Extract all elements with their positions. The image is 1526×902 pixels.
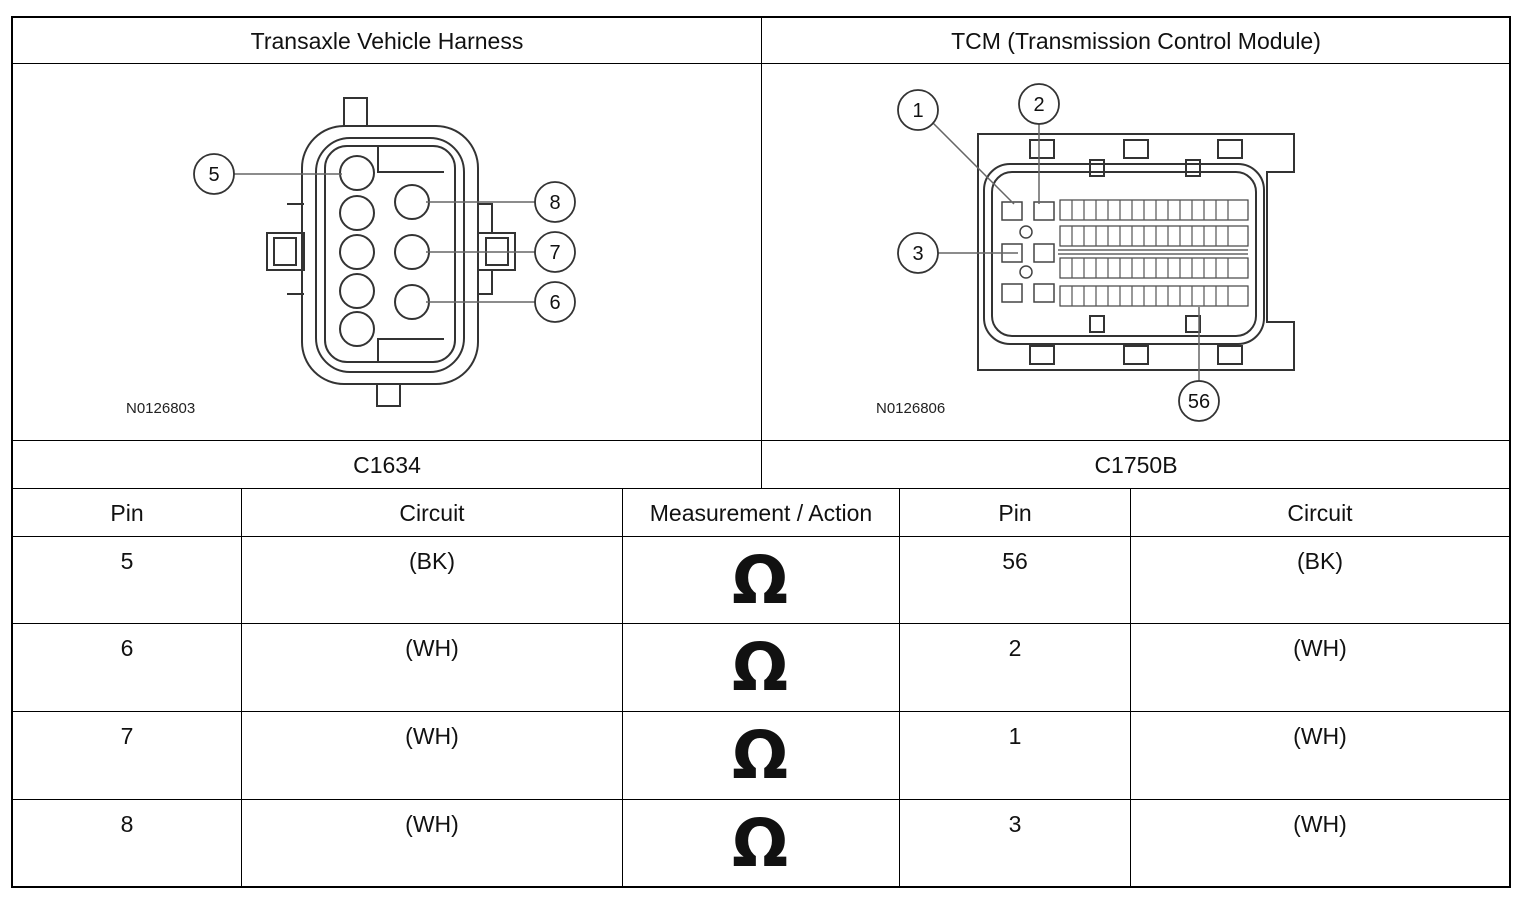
grid-line [761, 17, 762, 488]
row-circuit-b: (WH) [1293, 635, 1347, 661]
callout-label: 3 [912, 243, 923, 265]
right-connector-id: C1750B [1094, 452, 1178, 478]
callout-label: 1 [912, 100, 923, 122]
ohm-icon: Ω [731, 629, 789, 706]
header-measurement-action: Measurement / Action [649, 500, 873, 526]
left-diagram-code: N0126803 [126, 400, 196, 417]
ohm-icon: Ω [731, 717, 789, 794]
callout-label: 6 [549, 292, 560, 314]
row-circuit-a: (WH) [405, 723, 459, 749]
grid-line [622, 488, 623, 886]
callout-label: 5 [208, 164, 219, 186]
callout-label: 56 [1188, 391, 1210, 413]
callout-label: 7 [549, 242, 560, 264]
grid-line [12, 536, 1510, 537]
row-circuit-b: (WH) [1293, 811, 1347, 837]
callout-label: 2 [1033, 94, 1044, 116]
row-pin-a: 7 [120, 723, 134, 749]
row-circuit-b: (WH) [1293, 723, 1347, 749]
header-circuit-b: Circuit [1287, 500, 1353, 526]
row-pin-b: 1 [1008, 723, 1022, 749]
header-circuit-a: Circuit [399, 500, 465, 526]
row-circuit-a: (WH) [405, 811, 459, 837]
row-pin-a: 8 [120, 811, 134, 837]
harness-connector-diagram: 5 8 7 6 [193, 97, 576, 407]
row-pin-a: 5 [120, 548, 134, 574]
row-pin-b: 3 [1008, 811, 1022, 837]
row-circuit-a: (WH) [405, 635, 459, 661]
grid-line [12, 488, 1510, 489]
header-pin-b: Pin [998, 500, 1032, 526]
row-circuit-b: (BK) [1297, 548, 1343, 574]
tcm-connector-diagram: 1 2 3 56 [897, 83, 1295, 422]
left-header-title: Transaxle Vehicle Harness [250, 28, 524, 54]
grid-line [12, 799, 1510, 800]
ohm-icon: Ω [731, 542, 789, 619]
left-connector-id: C1634 [353, 452, 421, 478]
row-pin-b: 56 [1002, 548, 1028, 574]
grid-line [899, 488, 900, 886]
right-header-title: TCM (Transmission Control Module) [951, 28, 1321, 54]
grid-line [12, 623, 1510, 624]
right-diagram-code: N0126806 [876, 400, 946, 417]
row-circuit-a: (BK) [409, 548, 455, 574]
grid-line [1130, 488, 1131, 886]
grid-line [12, 711, 1510, 712]
grid-line [241, 488, 242, 886]
row-pin-a: 6 [120, 635, 134, 661]
row-pin-b: 2 [1008, 635, 1022, 661]
ohm-icon: Ω [731, 805, 789, 882]
callout-label: 8 [549, 192, 560, 214]
header-pin-a: Pin [110, 500, 144, 526]
